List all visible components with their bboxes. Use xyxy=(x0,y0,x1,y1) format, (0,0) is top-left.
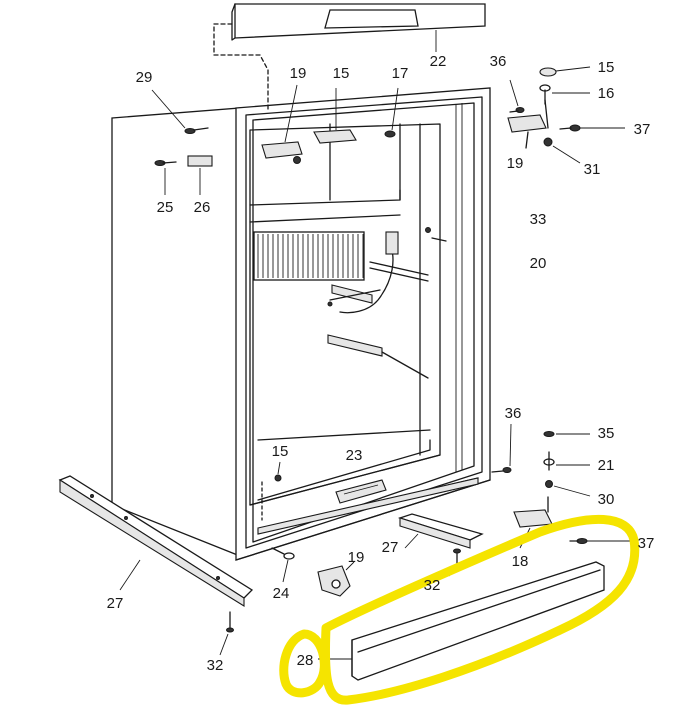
top-screw-17 xyxy=(384,87,399,138)
callout-19: 19 xyxy=(290,65,307,82)
callout-19: 19 xyxy=(507,155,524,172)
sensor-wire xyxy=(327,239,394,314)
screw-37-top xyxy=(559,124,625,132)
callout-18: 18 xyxy=(512,553,529,570)
washer-35 xyxy=(543,431,590,437)
callout-21: 21 xyxy=(598,457,615,474)
callout-32: 32 xyxy=(424,577,441,594)
top-right-hinge xyxy=(507,99,549,149)
screw-29 xyxy=(151,89,209,134)
cabinet-bottom xyxy=(235,477,491,561)
drain-grille xyxy=(335,479,387,504)
callout-27: 27 xyxy=(382,539,399,556)
callout-15: 15 xyxy=(333,65,350,82)
cabinet-side-panel xyxy=(111,107,241,557)
pin-21 xyxy=(543,451,590,471)
callout-37: 37 xyxy=(638,535,655,552)
pin-16 xyxy=(539,84,590,105)
latch-26 xyxy=(187,155,213,195)
callout-17: 17 xyxy=(392,65,409,82)
callout-16: 16 xyxy=(598,85,615,102)
callout-15: 15 xyxy=(598,59,615,76)
callout-36: 36 xyxy=(505,405,522,422)
callout-25: 25 xyxy=(157,199,174,216)
highlight-annotation xyxy=(279,514,640,705)
pin-15-lower xyxy=(261,461,282,521)
screw-25 xyxy=(154,160,177,195)
top-hinge-center xyxy=(313,88,357,144)
screw-36-top xyxy=(509,79,525,113)
callout-30: 30 xyxy=(598,491,615,508)
callout-31: 31 xyxy=(584,161,601,178)
callout-15: 15 xyxy=(272,443,289,460)
door-handle-trim xyxy=(213,3,486,111)
washer-31 xyxy=(543,137,581,164)
screw-32-left xyxy=(219,611,234,656)
callout-22: 22 xyxy=(430,53,447,70)
callout-27: 27 xyxy=(107,595,124,612)
pin-15-top xyxy=(539,66,591,77)
callout-20: 20 xyxy=(530,255,547,272)
callout-19: 19 xyxy=(348,549,365,566)
callout-36: 36 xyxy=(490,53,507,70)
callout-24: 24 xyxy=(273,585,290,602)
callout-35: 35 xyxy=(598,425,615,442)
screw-37-bottom xyxy=(569,538,630,544)
bottom-hinge-19 xyxy=(317,561,355,597)
screw-36-mid xyxy=(491,423,512,473)
top-hinge-left xyxy=(261,84,303,164)
callout-33: 33 xyxy=(530,211,547,228)
shelf-rails xyxy=(327,261,429,379)
interior-compartment xyxy=(249,123,441,506)
callout-labels: 22 29 19 15 17 36 15 16 37 19 31 25 26 33 20 36 35 21 15 23… xyxy=(107,53,655,674)
callout-37: 37 xyxy=(634,121,651,138)
thermostat-bracket xyxy=(385,227,447,255)
kick-plate-28 xyxy=(318,561,605,681)
callout-26: 26 xyxy=(194,199,211,216)
callout-32: 32 xyxy=(207,657,224,674)
mounting-rail-right xyxy=(397,513,484,549)
screw-24 xyxy=(271,547,295,583)
callout-28: 28 xyxy=(297,652,314,669)
callout-23: 23 xyxy=(346,447,363,464)
washer-30 xyxy=(545,480,591,497)
evaporator-fins xyxy=(253,231,365,281)
callout-29: 29 xyxy=(136,69,153,86)
mounting-rail-left xyxy=(58,475,254,607)
